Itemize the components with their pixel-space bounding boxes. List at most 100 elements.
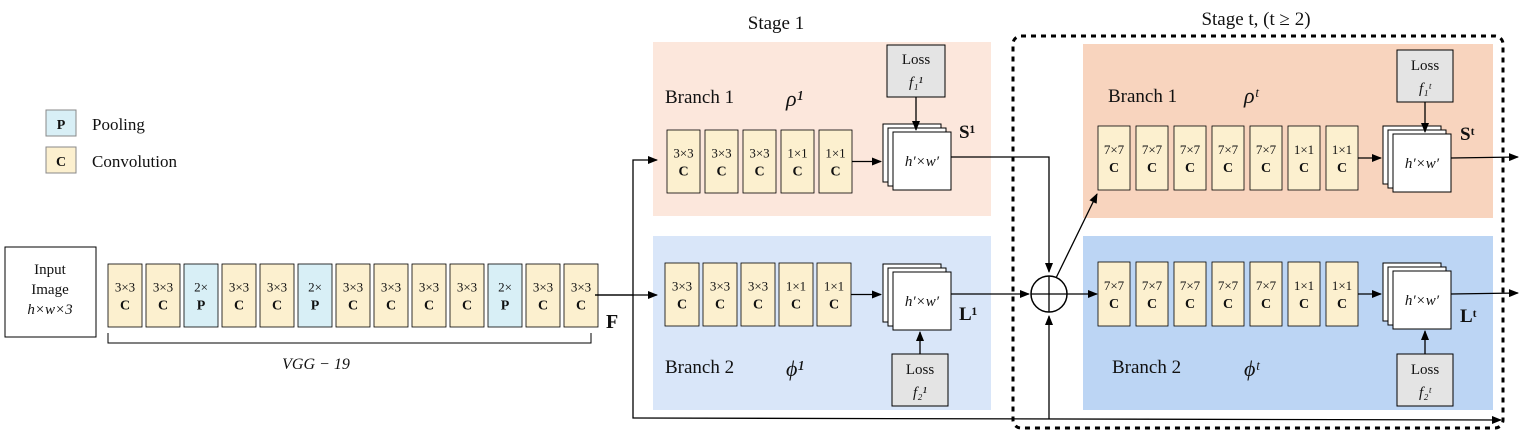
stage1-branch2-block: 3×3C xyxy=(702,262,738,327)
stage1-branch2-output: L¹ xyxy=(959,304,977,325)
stage1-branch2-block-size: 1×1 xyxy=(824,279,844,294)
staget-branch2-block-size: 7×7 xyxy=(1104,278,1125,293)
staget-branch1-block-size: 7×7 xyxy=(1218,142,1239,157)
staget-branch1-block-type: C xyxy=(1185,161,1195,176)
staget-branch2-block-rect xyxy=(1325,261,1359,327)
staget-branch2-block: 1×1C xyxy=(1325,261,1359,327)
vgg-block-size: 3×3 xyxy=(381,280,401,295)
staget-branch1-block-type: C xyxy=(1223,161,1233,176)
staget-branch2-name: Branch 2 xyxy=(1112,357,1181,378)
vgg-block-rect xyxy=(525,263,561,328)
staget-branch2-block: 7×7C xyxy=(1097,261,1131,327)
vgg-block-size: 3×3 xyxy=(153,280,173,295)
staget-branch1-block-type: C xyxy=(1147,161,1157,176)
vgg-block: 3×3C xyxy=(373,263,409,328)
staget-branch1-block: 7×7C xyxy=(1211,125,1245,191)
staget-branch1-block-rect xyxy=(1249,125,1283,191)
vgg-block-type: C xyxy=(272,299,282,314)
staget-branch2-block-type: C xyxy=(1261,297,1271,312)
staget-dashed-border xyxy=(1011,34,1505,430)
staget-branch1-block-rect xyxy=(1287,125,1321,191)
stage1-branch1-block: 3×3C xyxy=(666,129,701,194)
stage1-title: Stage 1 xyxy=(748,13,804,34)
staget-branch1-loss-box: Loss f₁ᵗ xyxy=(1396,49,1454,103)
stage1-branch2-block: 1×1C xyxy=(778,262,814,327)
staget-branch2-block-size: 7×7 xyxy=(1256,278,1277,293)
vgg-to-stage1-branch1-arrow xyxy=(595,156,658,296)
stage1-branch1-block: 1×1C xyxy=(780,129,815,194)
legend-conv-label: Convolution xyxy=(92,152,178,171)
stage1-branch2-block-rect xyxy=(702,262,738,327)
staget-branch1-block-type: C xyxy=(1337,161,1347,176)
feature-skip-line xyxy=(632,295,1502,424)
staget-branch1-block-size: 1×1 xyxy=(1332,142,1352,157)
vgg-block-size: 3×3 xyxy=(115,280,135,295)
stage1-branch2-block-type: C xyxy=(715,298,725,313)
input-line3: h×w×3 xyxy=(27,302,72,318)
staget-title: Stage t, (t ≥ 2) xyxy=(1201,9,1310,30)
stage1-branch1-block-type: C xyxy=(830,165,840,180)
vgg-block-type: C xyxy=(424,299,434,314)
stage1-branch1-name: Branch 1 xyxy=(665,87,734,108)
vgg-block-size: 3×3 xyxy=(343,280,363,295)
vgg-block-rect xyxy=(487,263,523,328)
vgg-block-rect xyxy=(221,263,257,328)
staget-branch1-block: 7×7C xyxy=(1249,125,1283,191)
vgg-block-size: 3×3 xyxy=(419,280,439,295)
vgg-block-rect xyxy=(563,263,599,328)
stage1-branch1-block-rect xyxy=(704,129,739,194)
staget-branch2-block-size: 1×1 xyxy=(1294,278,1314,293)
vgg-block-type: C xyxy=(120,299,130,314)
vgg-block-rect xyxy=(183,263,219,328)
staget-branch2-block-rect xyxy=(1097,261,1131,327)
vgg-block-type: C xyxy=(158,299,168,314)
vgg-block-size: 3×3 xyxy=(457,280,477,295)
staget-branch2-block-size: 7×7 xyxy=(1180,278,1201,293)
vgg-block-type: C xyxy=(538,299,548,314)
vgg-block-size: 3×3 xyxy=(571,280,591,295)
stage1-branch1-block-rect xyxy=(742,129,777,194)
staget-branch1-block-rect xyxy=(1097,125,1131,191)
staget-branch1-block: 1×1C xyxy=(1325,125,1359,191)
staget-branch1-output: Sᵗ xyxy=(1460,124,1475,145)
staget-branch2-block-size: 7×7 xyxy=(1142,278,1163,293)
input-line2: Image xyxy=(31,282,69,298)
vgg-block-rect xyxy=(411,263,447,328)
staget-branch1-block-size: 1×1 xyxy=(1294,142,1314,157)
stage1-branch1-block-size: 3×3 xyxy=(749,146,769,161)
vgg-block: 3×3C xyxy=(563,263,599,328)
stage1-branch1-block-size: 3×3 xyxy=(711,146,731,161)
stage1-branch1-blocks: 3×3C3×3C3×3C1×1C1×1C xyxy=(666,129,882,194)
stage1-branch2-block-size: 3×3 xyxy=(672,279,692,294)
vgg-block-size: 2× xyxy=(498,280,512,295)
staget-branch1-block-type: C xyxy=(1261,161,1271,176)
vgg-block-rect xyxy=(259,263,295,328)
vgg-block: 2×P xyxy=(183,263,219,328)
stage1-branch1-loss-box: Loss f₁¹ xyxy=(886,44,946,98)
staget-branch2-block: 7×7C xyxy=(1135,261,1169,327)
stage1-branch2-block-rect xyxy=(816,262,852,327)
vgg-block-type: P xyxy=(197,299,206,314)
input-image-box: Input Image h×w×3 xyxy=(4,246,97,338)
input-line1: Input xyxy=(34,262,66,278)
staget-branch1-feature-map: h′×w′ xyxy=(1382,125,1452,193)
staget-branch1-block: 1×1C xyxy=(1287,125,1321,191)
vgg-block: 3×3C xyxy=(221,263,257,328)
staget-branch2-loss-label: Loss xyxy=(1411,362,1440,378)
stage1-branch2-block-type: C xyxy=(677,298,687,313)
vgg-bracket xyxy=(107,333,592,344)
staget-branch2-block-type: C xyxy=(1337,297,1347,312)
staget-branch1-block-size: 7×7 xyxy=(1256,142,1277,157)
staget-branch2-block-size: 1×1 xyxy=(1332,278,1352,293)
stage1-branch1-block-type: C xyxy=(716,165,726,180)
legend-conv-swatch xyxy=(45,146,77,174)
stage1-branch1-block: 3×3C xyxy=(742,129,777,194)
staget-branch2-block-type: C xyxy=(1147,297,1157,312)
stage1-branch2-block-type: C xyxy=(791,298,801,313)
vgg-block-rect xyxy=(335,263,371,328)
stage1-branch2-map-label: h′×w′ xyxy=(905,294,940,310)
stage1-branch1-block-rect xyxy=(666,129,701,194)
staget-branch2-loss-fn: f₂ᵗ xyxy=(1419,385,1432,401)
legend-pooling-label: Pooling xyxy=(92,115,145,134)
